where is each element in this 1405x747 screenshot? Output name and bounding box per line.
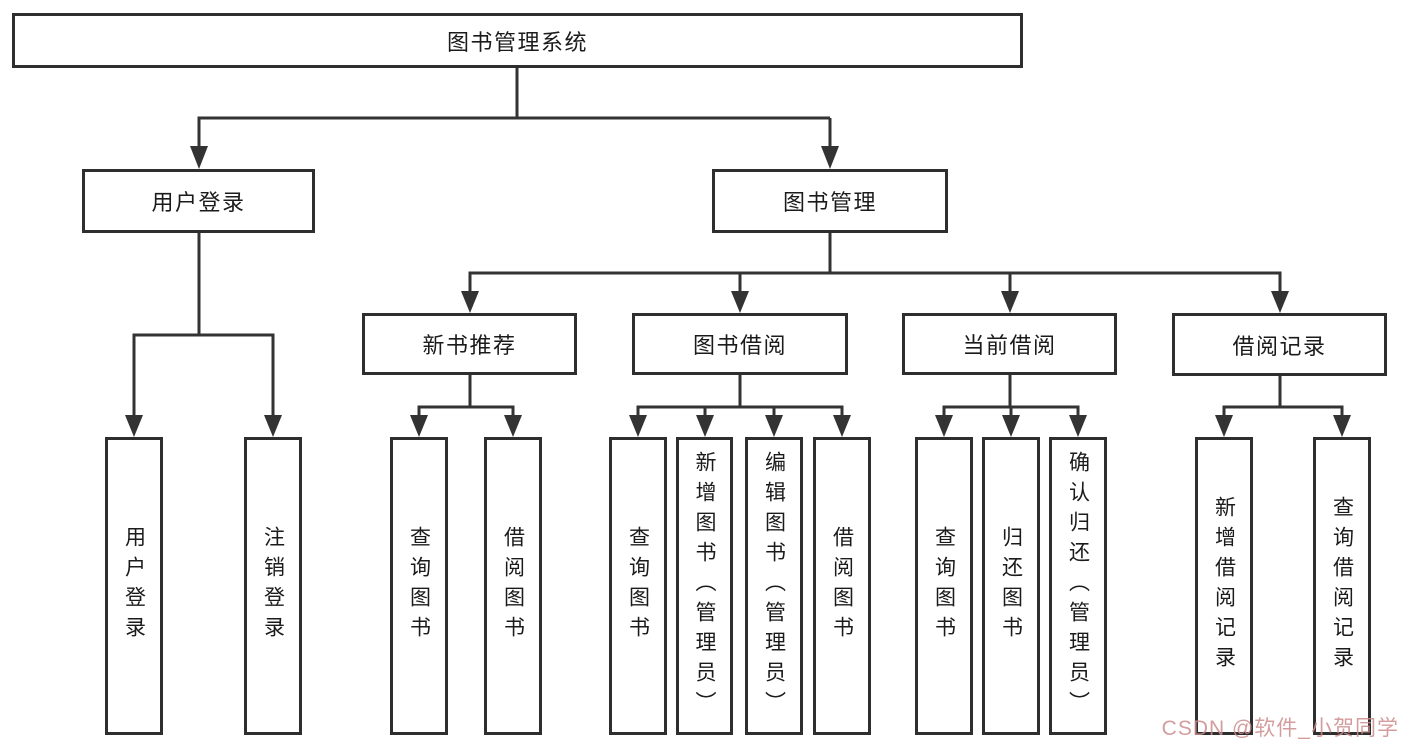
leaf-recommend-borrow-books: 借阅图书 (484, 437, 542, 735)
node-book-borrow: 图书借阅 (632, 313, 848, 375)
leaf-records-add-record: 新增借阅记录 (1195, 437, 1253, 735)
node-borrow-records: 借阅记录 (1172, 313, 1387, 376)
leaf-user-login: 用户登录 (105, 437, 163, 735)
leaf-recommend-search-books: 查询图书 (390, 437, 448, 735)
node-new-book-recommend: 新书推荐 (362, 313, 577, 375)
node-root-system: 图书管理系统 (12, 13, 1023, 68)
leaf-borrow-edit-books-admin: 编辑图书（管理员） (745, 437, 803, 735)
leaf-borrow-add-books-admin: 新增图书（管理员） (676, 437, 733, 735)
node-book-management-branch: 图书管理 (712, 169, 948, 233)
leaf-current-confirm-return-admin: 确认归还（管理员） (1049, 437, 1107, 735)
leaf-records-search-record: 查询借阅记录 (1313, 437, 1371, 735)
node-current-borrow: 当前借阅 (902, 313, 1117, 375)
node-user-login-branch: 用户登录 (82, 169, 315, 233)
leaf-borrow-borrow-books: 借阅图书 (813, 437, 871, 735)
leaf-borrow-search-books: 查询图书 (609, 437, 667, 735)
csdn-watermark: CSDN @软件_小贺同学 (1161, 717, 1399, 740)
arrowheads (125, 146, 1351, 437)
leaf-current-return-books: 归还图书 (982, 437, 1040, 735)
leaf-user-logout: 注销登录 (244, 437, 302, 735)
leaf-current-search-books: 查询图书 (915, 437, 973, 735)
